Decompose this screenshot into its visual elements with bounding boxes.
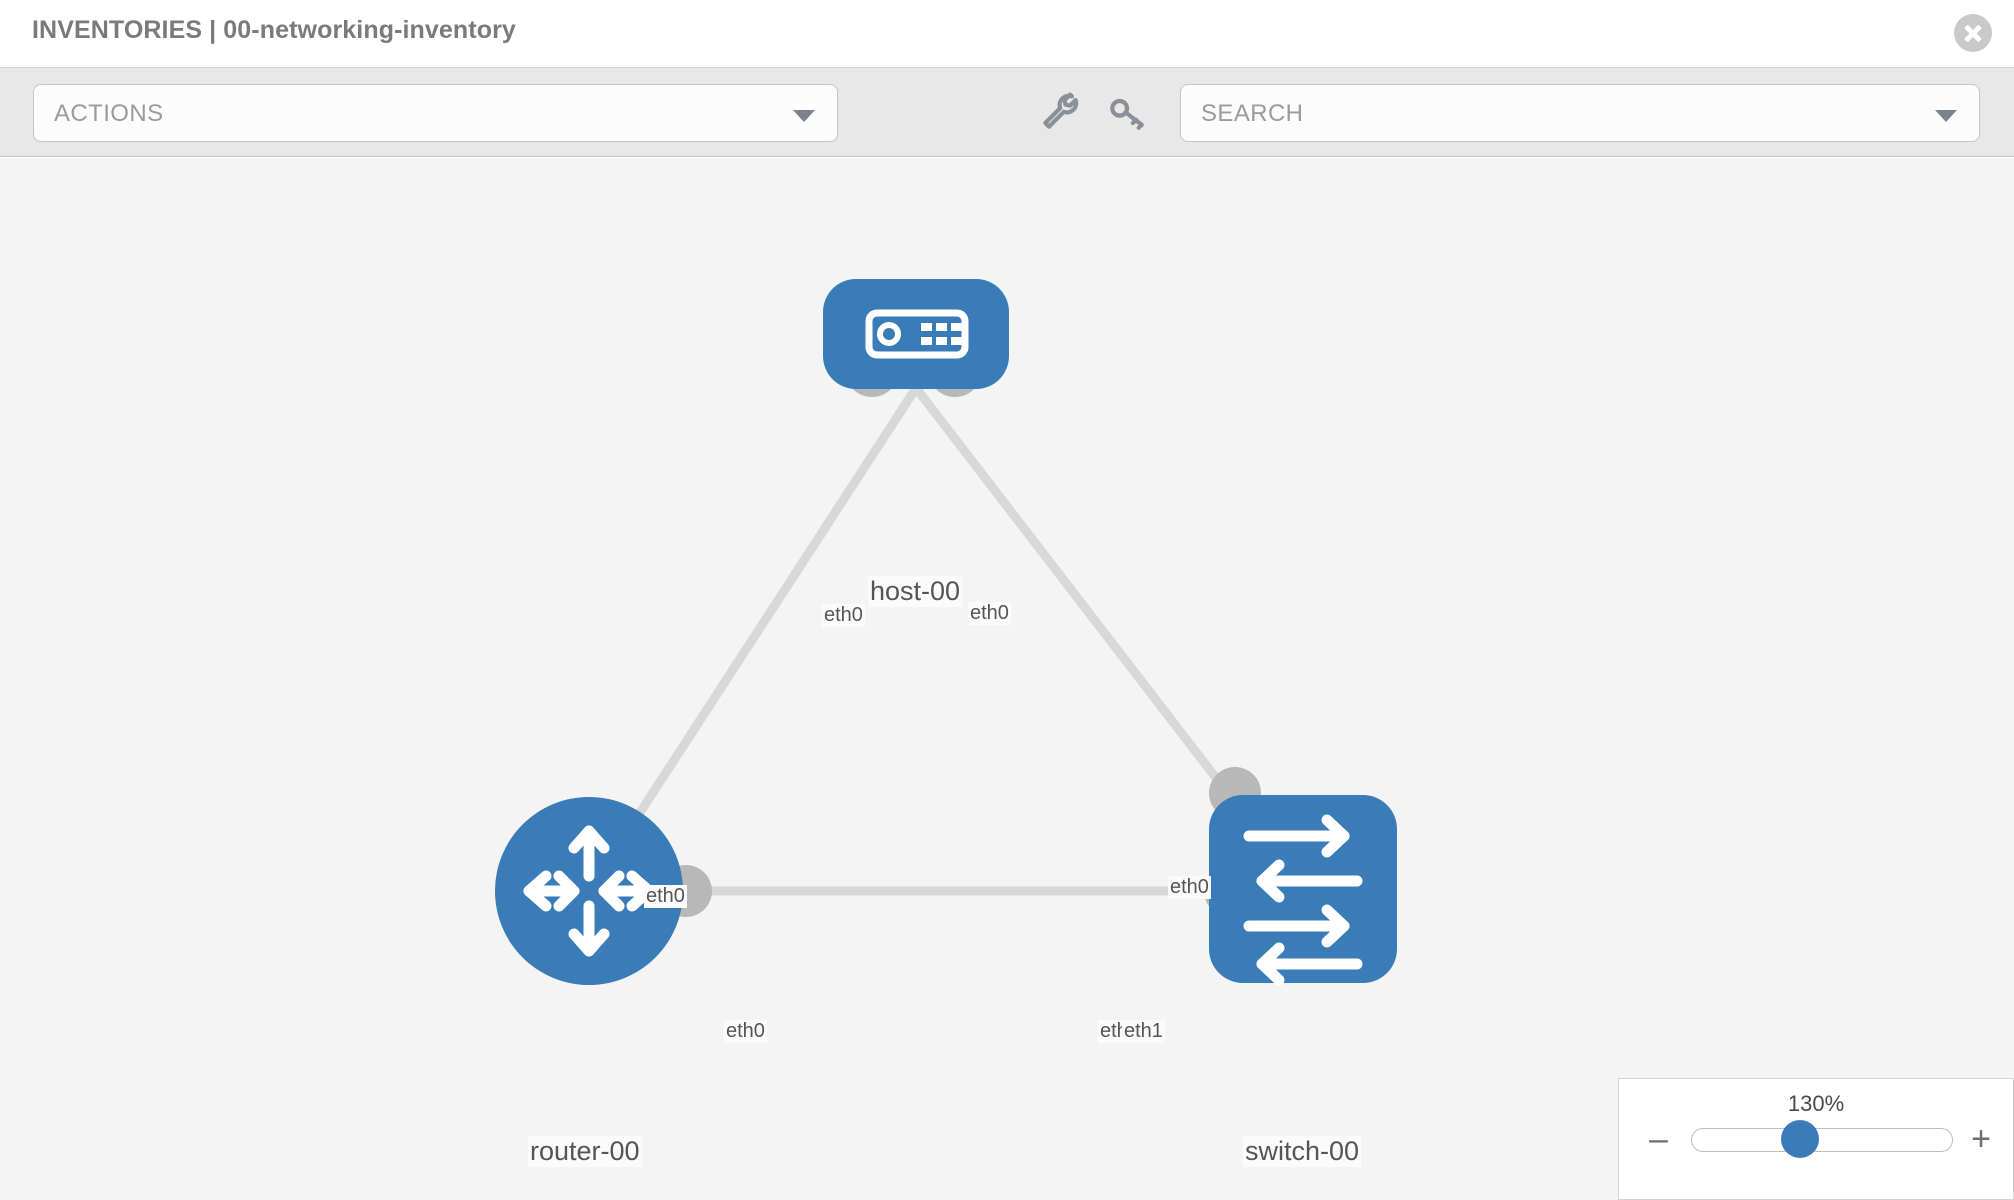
server-icon	[865, 309, 969, 359]
iface-label-router-eth0-up: eth0	[644, 885, 687, 908]
plus-icon[interactable]: +	[1971, 1120, 1991, 1158]
link-host-router	[585, 385, 920, 894]
chevron-down-icon	[1935, 110, 1957, 122]
topology-graph	[495, 279, 1397, 986]
node-router-00	[495, 797, 683, 985]
node-switch-00	[1209, 795, 1397, 986]
node-label-router-00: router-00	[528, 1136, 642, 1167]
zoom-slider-track[interactable]	[1691, 1128, 1953, 1152]
iface-label-switch-eth1: eth1	[1122, 1020, 1165, 1043]
toolbar: ACTIONS SEARCH	[0, 68, 2014, 157]
page-title: INVENTORIES | 00-networking-inventory	[32, 16, 516, 44]
switch-arrows-icon	[1243, 814, 1363, 986]
iface-label-host-eth0-left: eth0	[822, 604, 865, 627]
key-icon[interactable]	[1105, 90, 1149, 134]
iface-label-router-eth0: eth0	[724, 1020, 767, 1043]
page-header: INVENTORIES | 00-networking-inventory	[0, 0, 2014, 68]
router-arrows-icon-heads	[553, 870, 625, 912]
node-label-host-00: host-00	[868, 576, 963, 607]
actions-dropdown[interactable]: ACTIONS	[33, 84, 838, 142]
search-placeholder: SEARCH	[1201, 100, 1304, 127]
topology-endpoints	[660, 343, 1261, 917]
topology-canvas[interactable]: host-00 router-00 switch-00 eth0 eth0 et…	[0, 158, 2014, 1200]
zoom-level-value: 130%	[1787, 1091, 1845, 1116]
search-input[interactable]: SEARCH	[1180, 84, 1980, 142]
minus-icon[interactable]: –	[1649, 1120, 1668, 1158]
chevron-down-icon	[793, 110, 815, 122]
topology-links	[585, 385, 1307, 896]
wrench-icon[interactable]	[1038, 90, 1082, 134]
zoom-control: 130% – +	[1618, 1078, 2014, 1200]
server-icon-dots	[921, 323, 962, 345]
iface-label-switch-eth-partial: eth	[1098, 1020, 1130, 1043]
zoom-slider-thumb[interactable]	[1781, 1120, 1819, 1158]
actions-dropdown-label: ACTIONS	[54, 100, 164, 127]
node-switch-00-shape	[1209, 795, 1397, 983]
node-host-00-shape	[823, 279, 1009, 389]
node-router-00-shape	[495, 797, 683, 985]
server-icon-led	[877, 322, 901, 346]
node-host-00	[823, 279, 1009, 389]
node-label-switch-00: switch-00	[1243, 1136, 1362, 1167]
iface-label-host-eth0-right: eth0	[968, 602, 1011, 625]
iface-label-switch-eth0-up: eth0	[1168, 876, 1211, 899]
close-icon[interactable]	[1954, 14, 1992, 52]
